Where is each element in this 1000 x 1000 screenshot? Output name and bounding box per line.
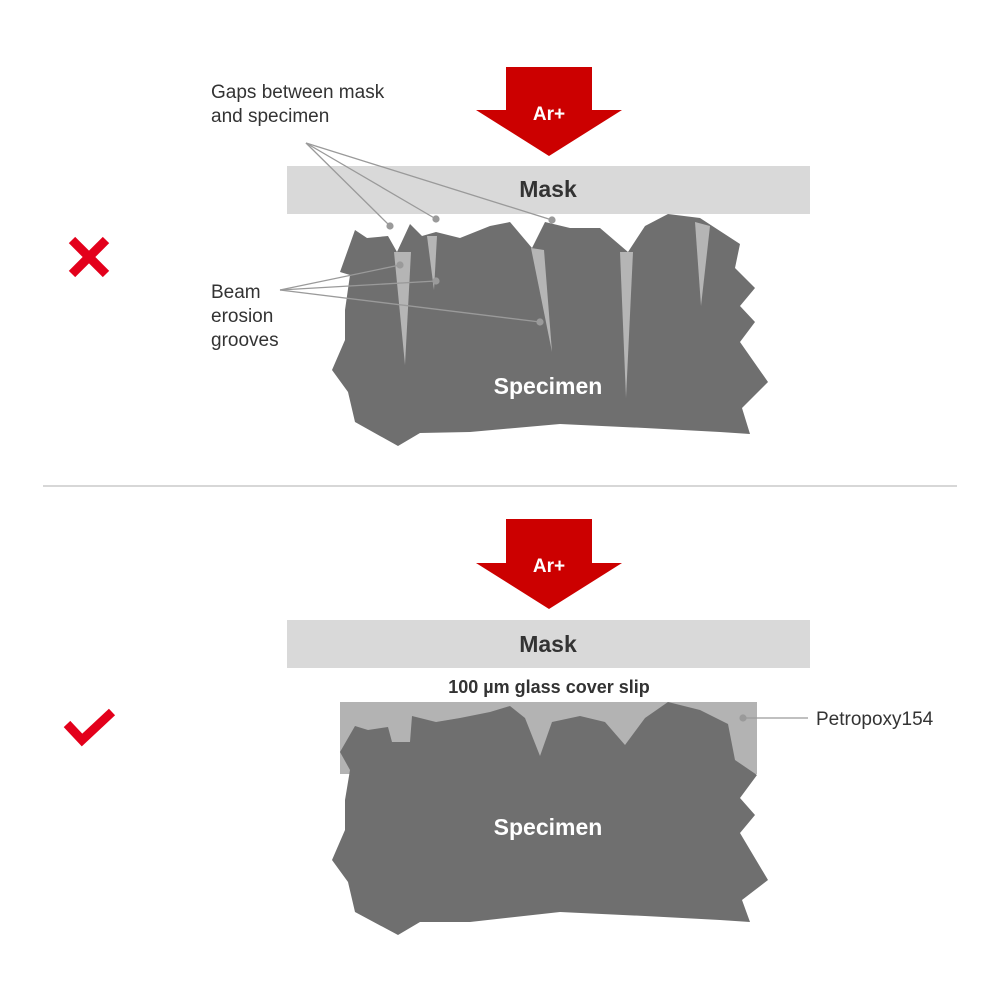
erosion-groove — [531, 248, 552, 352]
cross-icon — [68, 236, 110, 278]
grooves-label-line2: erosion — [211, 306, 273, 327]
specimen: Specimen — [332, 214, 768, 446]
erosion-groove — [394, 252, 411, 365]
leader-dot — [739, 714, 747, 722]
bottom-panel: Ar+ Mask 100 µm glass cover slip Specime… — [63, 519, 934, 935]
cover-slip-label: 100 µm glass cover slip — [448, 677, 649, 697]
grooves-leaders — [279, 264, 541, 323]
mask-label: Mask — [519, 176, 577, 202]
erosion-groove — [620, 252, 633, 398]
grooves-label-line1: Beam — [211, 282, 261, 303]
leader-dot — [386, 222, 394, 230]
grooves-label-line3: grooves — [211, 330, 279, 351]
specimen: Specimen — [332, 702, 768, 935]
gaps-leaders — [305, 142, 553, 227]
beam-label: Ar+ — [533, 556, 565, 577]
erosion-groove — [427, 236, 437, 290]
ar-beam-arrow: Ar+ — [476, 67, 622, 156]
specimen-label: Specimen — [494, 373, 603, 399]
leader-dot — [396, 261, 404, 269]
specimen-label: Specimen — [494, 814, 603, 840]
leader-dot — [432, 215, 440, 223]
gaps-label-line2: and specimen — [211, 106, 329, 127]
mask: Mask — [287, 620, 810, 668]
top-panel: Ar+ Mask Specimen Gaps — [68, 67, 810, 446]
erosion-groove — [695, 222, 710, 306]
mask-label: Mask — [519, 631, 577, 657]
leader-dot — [536, 318, 544, 326]
epoxy-label: Petropoxy154 — [816, 709, 934, 730]
checkmark-icon — [63, 708, 116, 747]
leader-dot — [548, 216, 556, 224]
leader-dot — [432, 277, 440, 285]
ar-beam-arrow: Ar+ — [476, 519, 622, 609]
beam-label: Ar+ — [533, 104, 565, 125]
mask: Mask — [287, 166, 810, 214]
gaps-label-line1: Gaps between mask — [211, 82, 385, 103]
